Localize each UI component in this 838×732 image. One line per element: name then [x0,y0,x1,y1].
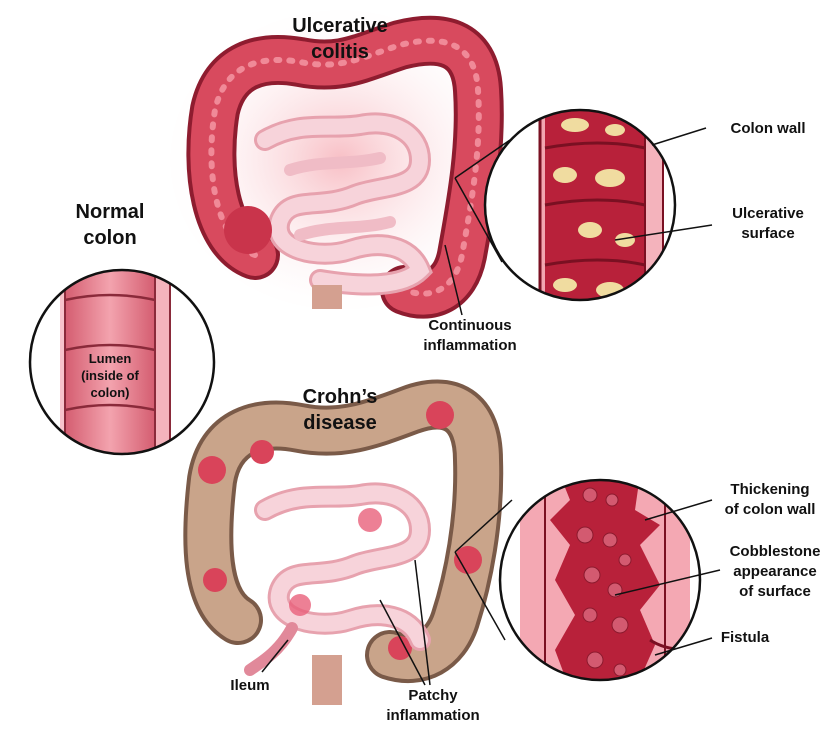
cobblestone-label-line2: appearance [733,563,816,580]
ulcerative-magnified-view [485,100,675,320]
patchy-inflammation-label-line1: Patchy [408,687,458,704]
patchy-inflammation-label-line2: inflammation [386,707,479,724]
colon-wall-label: Colon wall [731,120,806,137]
thickening-label-line1: Thickening [730,481,809,498]
lumen-label-line2: (inside of [81,368,139,383]
crohns-title-line1: Crohn’s [303,386,378,408]
cobblestone-label-line1: Cobblestone [730,543,821,560]
ulcerative-title-line1: Ulcerative [292,15,388,37]
normal-title-line1: Normal [76,201,145,223]
continuous-inflammation-label-line1: Continuous [428,317,511,334]
cobblestone-label-line3: of surface [739,583,811,600]
normal-title-line2: colon [83,227,136,249]
ulcerative-title-line2: colitis [311,41,369,63]
ulcerative-surface-label-line2: surface [741,225,794,242]
fistula-label: Fistula [721,629,770,646]
lumen-label-line1: Lumen [89,351,132,366]
ulcerative-surface-label-line1: Ulcerative [732,205,804,222]
crohns-colon-illustration [198,401,482,705]
thickening-label-line2: of colon wall [725,501,816,518]
lumen-label-line3: colon) [91,385,130,400]
continuous-inflammation-label-line2: inflammation [423,337,516,354]
ileum-label: Ileum [230,677,269,694]
crohns-title-line2: disease [303,412,376,434]
